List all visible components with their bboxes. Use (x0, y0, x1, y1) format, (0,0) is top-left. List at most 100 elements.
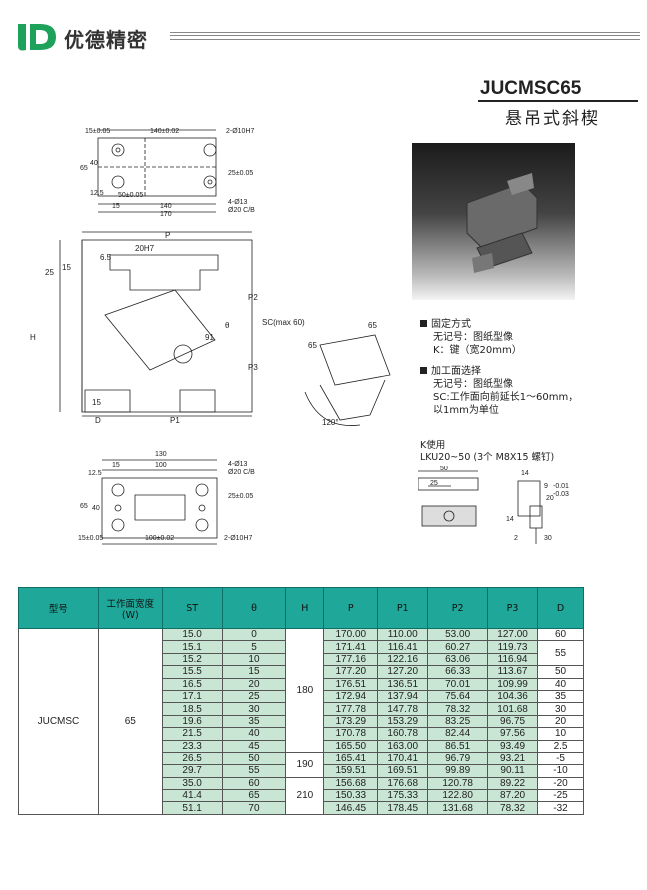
table-cell: 15 (221, 665, 287, 679)
table-cell: 131.68 (427, 801, 489, 815)
dim-label: P (165, 231, 170, 240)
table-cell: -25 (537, 789, 584, 803)
table-cell: 171.41 (323, 640, 379, 654)
table-cell: 116.94 (487, 652, 539, 667)
table-cell: 53.00 (427, 627, 489, 642)
table-cell: 178.45 (377, 801, 429, 815)
dim-label: 25±0.05 (228, 170, 253, 177)
k-use-note: K使用 LKU20~50 (3个 M8X15 螺钉) (420, 440, 554, 464)
table-cell: 147.78 (377, 702, 429, 716)
title-rule (478, 100, 638, 102)
dim-label: 9 (544, 483, 548, 490)
table-cell: 63.06 (427, 652, 489, 667)
table-cell: 150.33 (323, 789, 379, 803)
table-cell: 55 (221, 764, 287, 778)
k-use-title: K使用 (420, 440, 446, 451)
dim-label: 100 (155, 462, 167, 469)
dim-label: -0.01 (553, 483, 569, 490)
option-notes: 固定方式 无记号：图纸型像 K：键（宽20mm） 加工面选择 无记号：图纸型像 … (420, 318, 578, 417)
table-cell: 173.29 (323, 714, 379, 729)
dim-label: 4-Ø13 (228, 461, 248, 468)
col-header: 工作面宽度(W) (97, 587, 163, 629)
table-cell: 82.44 (427, 727, 489, 741)
table-cell: 60.27 (427, 640, 489, 654)
dim-label: 15±0.05 (85, 128, 110, 135)
table-cell: 30 (221, 702, 287, 716)
machining-line: 以1mm为单位 (433, 405, 499, 416)
table-cell: 137.94 (377, 689, 429, 704)
dim-label: 25 (430, 480, 438, 487)
dim-label: -0.03 (553, 491, 569, 498)
table-cell: 16.5 (161, 677, 223, 691)
table-cell: 87.20 (487, 789, 539, 803)
dim-label: 100±0.02 (145, 535, 174, 542)
col-header: H (285, 587, 325, 629)
table-cell: 170.78 (323, 727, 379, 741)
table-cell: 156.68 (323, 776, 379, 791)
table-cell: 101.68 (487, 702, 539, 716)
col-header: P (323, 587, 379, 629)
dim-label: 4-Ø13 (228, 199, 248, 206)
k-use-detail: LKU20~50 (3个 M8X15 螺钉) (420, 452, 555, 463)
table-cell: -32 (537, 801, 584, 815)
fixing-title: 固定方式 (420, 318, 578, 331)
table-cell: 66.33 (427, 665, 489, 679)
dim-label: 140 (160, 203, 172, 210)
dim-label: 14 (521, 470, 529, 477)
table-cell: 15.5 (161, 665, 223, 679)
table-cell: 127.00 (487, 627, 539, 642)
table-cell: 153.29 (377, 714, 429, 729)
dim-label: 30 (544, 535, 552, 542)
col-header: P3 (487, 587, 539, 629)
fixing-line: 无记号：图纸型像 (433, 332, 513, 343)
table-cell: 17.1 (161, 689, 223, 704)
table-cell: 35 (537, 689, 584, 704)
table-cell: 116.41 (377, 640, 429, 654)
table-cell: 65 (97, 628, 163, 815)
dim-label: 40 (92, 505, 100, 512)
table-cell: 169.51 (377, 764, 429, 778)
machining-line: SC:工作面向前延长1～60mm， (433, 392, 579, 403)
col-header: ST (161, 587, 223, 629)
table-cell: 165.50 (323, 739, 379, 753)
dim-label: 15 (92, 398, 101, 407)
table-cell: 20 (537, 714, 584, 729)
table-cell: 50 (537, 665, 584, 679)
dim-label: θ (225, 321, 230, 330)
dim-label: 50±0.05 (118, 192, 143, 199)
dim-label: 65 (308, 341, 317, 350)
jd-logo (18, 24, 56, 51)
dim-label: 40 (90, 160, 98, 167)
table-cell: 122.80 (427, 789, 489, 803)
dim-label: 170 (160, 211, 172, 218)
dim-label: 2 (514, 535, 518, 542)
table-cell: 122.16 (377, 652, 429, 667)
table-cell: 10 (221, 652, 287, 667)
table-cell: 177.78 (323, 702, 379, 716)
table-cell: 30 (537, 702, 584, 716)
table-cell: 29.7 (161, 764, 223, 778)
table-cell: -5 (537, 751, 584, 766)
col-header: P1 (377, 587, 429, 629)
table-cell: 75.64 (427, 689, 489, 704)
col-header: 型号 (18, 587, 99, 629)
col-header: θ (221, 587, 287, 629)
table-cell: 51.1 (161, 801, 223, 815)
table-cell: 176.51 (323, 677, 379, 691)
table-cell: 21.5 (161, 727, 223, 741)
dim-label: 15 (62, 263, 71, 272)
table-cell: 60 (221, 776, 287, 791)
table-cell: -20 (537, 776, 584, 791)
table-cell: 180 (285, 628, 325, 753)
product-model: JUCMSC65 (480, 78, 582, 99)
col-header: D (537, 587, 584, 629)
dim-label: 14 (506, 516, 514, 523)
dim-label: Ø20 C/B (228, 469, 255, 476)
